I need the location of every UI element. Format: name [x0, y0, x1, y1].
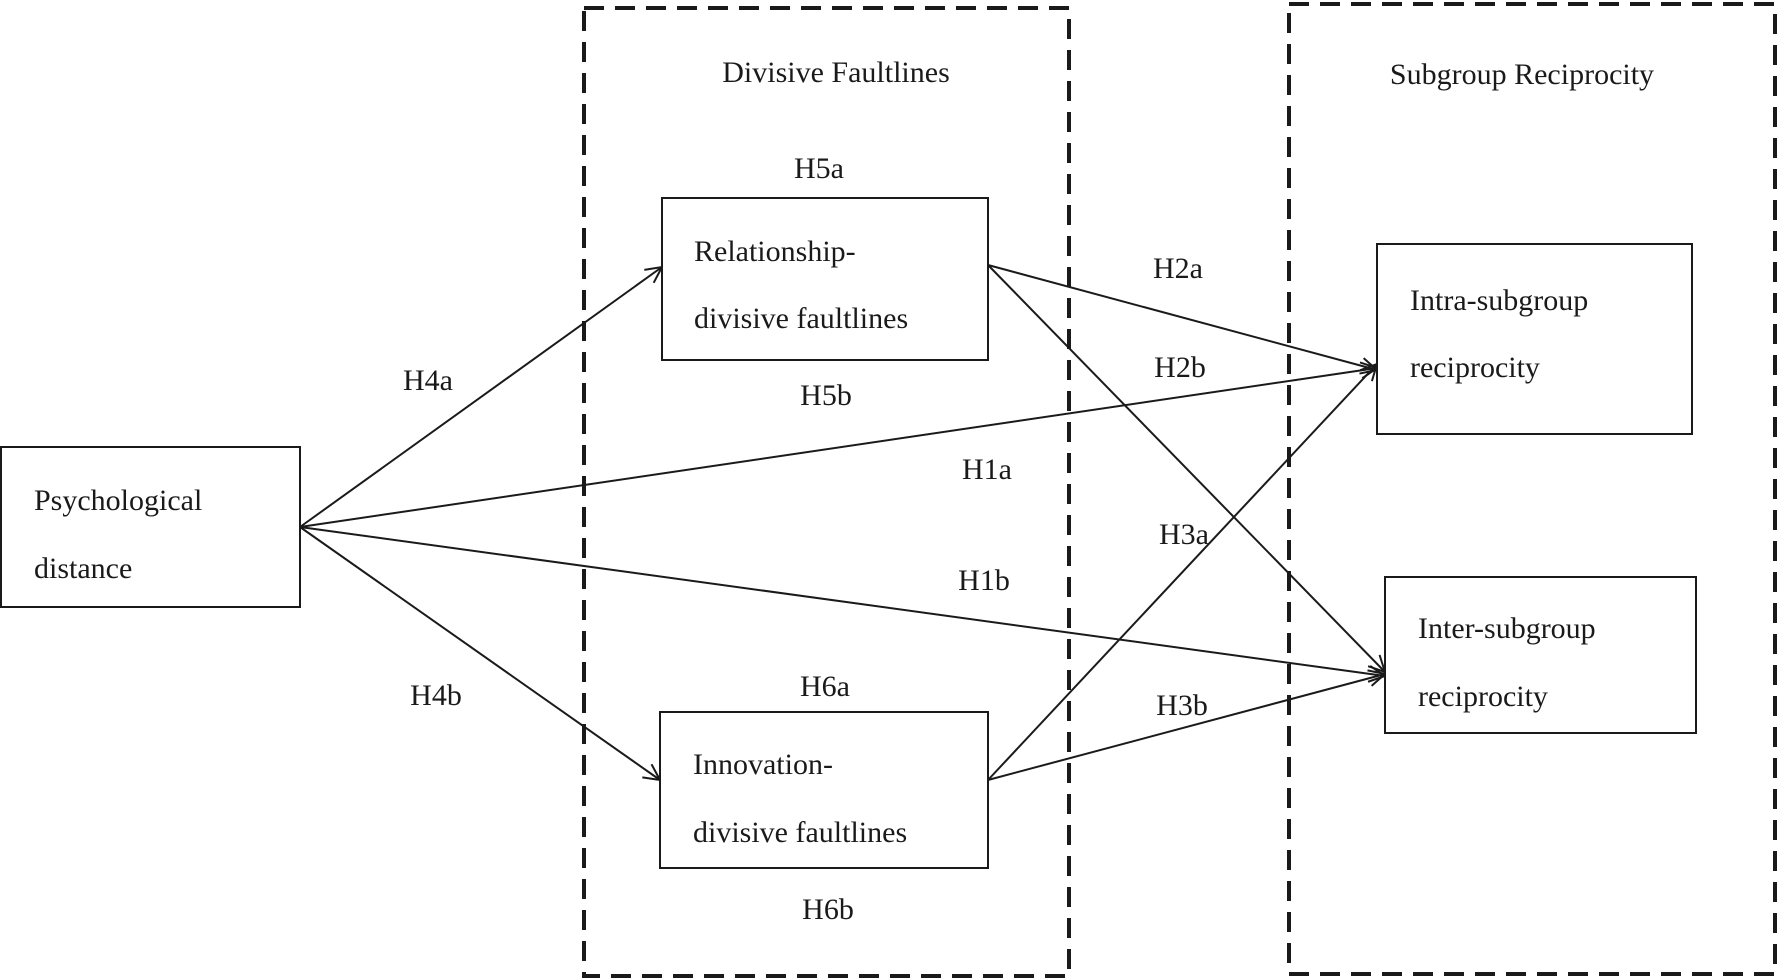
- label-h3a: H3a: [1159, 518, 1209, 551]
- arrow-h3b: [987, 674, 1385, 781]
- node-relationship-faultlines: Relationship- divisive faultlines: [661, 197, 989, 361]
- arrow-h2a: [987, 264, 1377, 370]
- node-intra-subgroup-reciprocity: Intra-subgroup reciprocity: [1376, 243, 1693, 435]
- label-h4b: H4b: [410, 679, 462, 712]
- label-h1a: H1a: [962, 453, 1012, 486]
- label-h4a: H4a: [403, 364, 453, 397]
- node-inter-subgroup-reciprocity: Inter-subgroup reciprocity: [1384, 576, 1697, 734]
- label-h1b: H1b: [958, 564, 1010, 597]
- arrow-h4b: [299, 526, 660, 780]
- label-h5b: H5b: [800, 379, 852, 412]
- node-innovation-faultlines-line1: Innovation-: [693, 748, 833, 781]
- divisive-faultlines-group: [582, 6, 1071, 978]
- node-inter-subgroup-reciprocity-line1: Inter-subgroup: [1418, 612, 1596, 645]
- node-intra-subgroup-reciprocity-line2: reciprocity: [1410, 351, 1540, 384]
- node-innovation-faultlines: Innovation- divisive faultlines: [659, 711, 989, 869]
- label-h2b: H2b: [1154, 351, 1206, 384]
- node-innovation-faultlines-line2: divisive faultlines: [693, 816, 907, 849]
- label-h5a: H5a: [794, 152, 844, 185]
- label-h6a: H6a: [800, 670, 850, 703]
- label-h2a: H2a: [1153, 252, 1203, 285]
- subgroup-reciprocity-group: [1287, 2, 1777, 976]
- label-h6b: H6b: [802, 893, 854, 926]
- node-psychological-distance-line1: Psychological: [34, 484, 202, 517]
- arrow-h4a: [299, 267, 662, 528]
- divisive-faultlines-title: Divisive Faultlines: [722, 56, 950, 89]
- node-relationship-faultlines-line2: divisive faultlines: [694, 302, 908, 335]
- node-intra-subgroup-reciprocity-line1: Intra-subgroup: [1410, 284, 1588, 317]
- node-relationship-faultlines-line1: Relationship-: [694, 235, 856, 268]
- node-inter-subgroup-reciprocity-line2: reciprocity: [1418, 680, 1548, 713]
- node-psychological-distance: Psychological distance: [0, 446, 301, 608]
- arrow-h3a: [987, 364, 1377, 781]
- node-psychological-distance-line2: distance: [34, 552, 132, 585]
- arrow-h1a: [299, 368, 1377, 528]
- label-h3b: H3b: [1156, 689, 1208, 722]
- subgroup-reciprocity-title: Subgroup Reciprocity: [1390, 58, 1654, 91]
- arrow-h2b: [987, 264, 1385, 672]
- arrow-h1b: [299, 526, 1385, 676]
